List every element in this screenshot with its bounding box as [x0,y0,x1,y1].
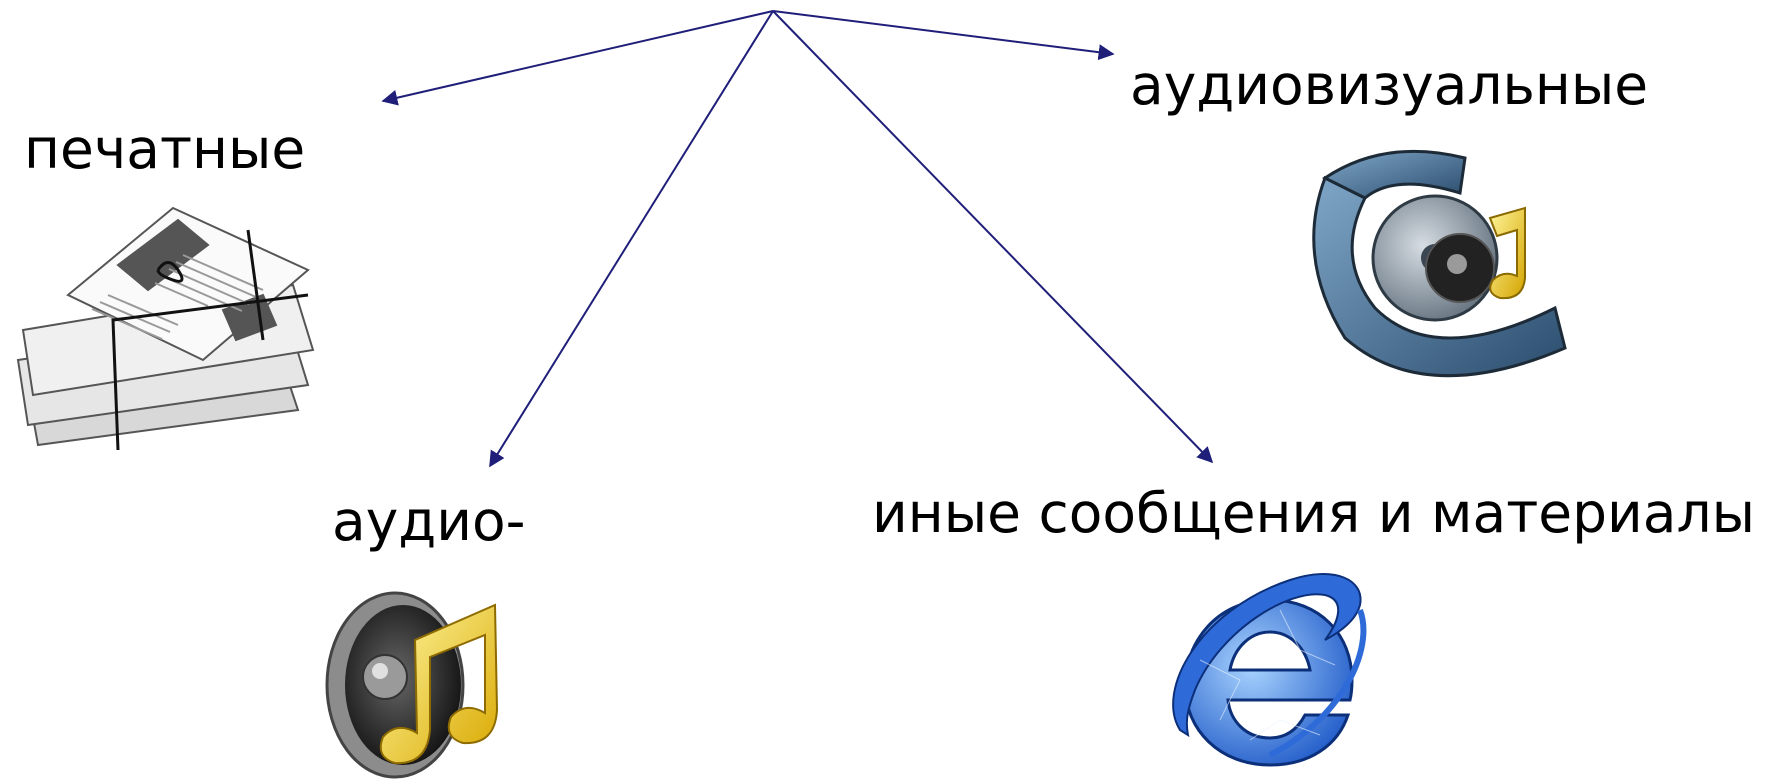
arrow-to-print [381,10,774,106]
label-audio: аудио- [332,489,526,553]
arrow-to-other [772,10,1214,464]
arrow-to-audio [489,10,774,468]
arrow-to-audiovisual [772,10,1115,61]
label-print: печатные [24,117,306,181]
internet-explorer-icon [1172,573,1367,767]
speaker-note-icon [325,591,499,779]
newspaper-bundle-icon [16,206,315,450]
label-audiovisual: аудиовизуальные [1130,53,1649,117]
label-other-materials: иные сообщения и материалы [872,481,1756,545]
film-reel-icon [1312,149,1567,378]
